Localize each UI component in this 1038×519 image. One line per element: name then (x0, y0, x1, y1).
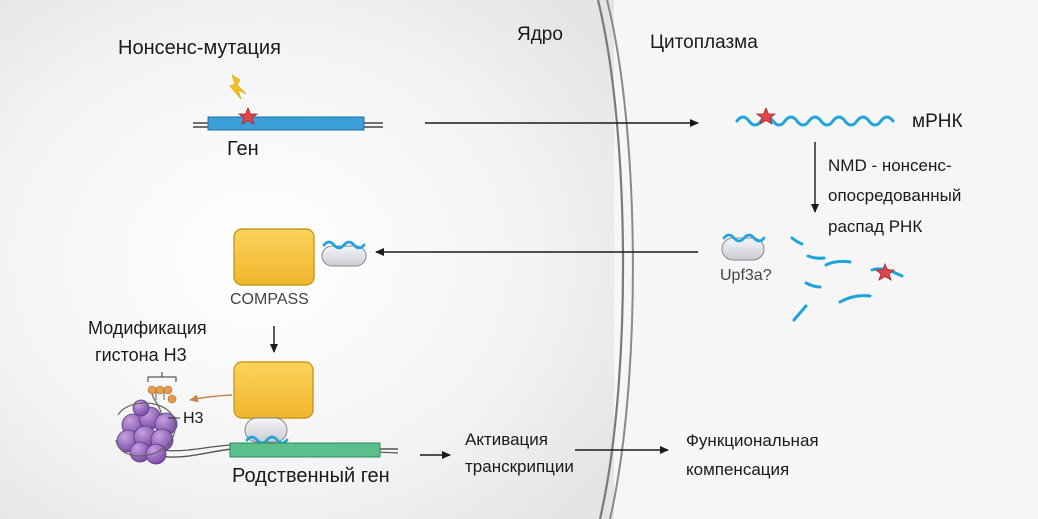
methyl-mark-1 (147, 385, 157, 395)
rna-fragment-7 (792, 304, 808, 322)
recruited-rna-fragment (245, 435, 289, 445)
mrna-star-icon (755, 106, 777, 125)
upf3a-rna-fragment (722, 233, 766, 243)
label-nmd-line2: опосредованный (828, 186, 962, 205)
compass-rna-fragment (322, 240, 366, 250)
histone-cluster-icon (115, 399, 178, 465)
compass-complex (233, 228, 315, 286)
rna-fragment-2 (806, 254, 826, 260)
label-histone-mod-line1: Модификация (88, 318, 207, 338)
compass-recruited (233, 361, 314, 419)
methyl-mark-2 (155, 385, 165, 395)
nuclear-membrane-inner (606, 0, 634, 519)
label-cytoplasm: Цитоплазма (650, 32, 758, 53)
label-gene: Ген (227, 138, 259, 160)
label-h3: H3 (183, 410, 204, 427)
label-tx-activation-line2: транскрипции (465, 457, 574, 476)
label-upf3a: Upf3a? (720, 267, 772, 284)
label-histone-mod-line2: гистона H3 (95, 345, 187, 365)
lightning-icon (229, 74, 247, 100)
nuclear-membrane-outer (596, 0, 625, 519)
methyl-mark-4 (167, 394, 177, 404)
methyl-mark-3 (163, 385, 173, 395)
rna-fragment-1 (790, 236, 804, 246)
label-nonsense-mutation: Нонсенс-мутация (118, 37, 281, 59)
label-nmd-line3: распад РНК (828, 217, 923, 236)
label-related-gene: Родственный ген (232, 465, 390, 487)
label-functional-comp-line1: Функциональная (686, 431, 819, 450)
arrow-compass-to-histone (189, 394, 233, 403)
label-mrna: мРНК (912, 111, 963, 132)
fragment-star-icon (874, 262, 896, 281)
rna-fragment-3 (824, 259, 852, 267)
methyl-bracket (147, 372, 177, 382)
label-compass: COMPASS (230, 291, 309, 308)
gene-bar (207, 116, 365, 131)
label-nucleus: Ядро (517, 24, 563, 45)
rna-fragment-6 (838, 294, 872, 304)
label-tx-activation-line1: Активация (465, 430, 548, 449)
rna-fragment-5 (804, 281, 822, 289)
label-nmd-line1: NMD - нонсенс- (828, 156, 952, 175)
label-functional-comp-line2: компенсация (686, 460, 790, 479)
star-icon (237, 106, 259, 125)
related-gene-bar (229, 442, 381, 458)
cytoplasm-background (614, 0, 1038, 519)
